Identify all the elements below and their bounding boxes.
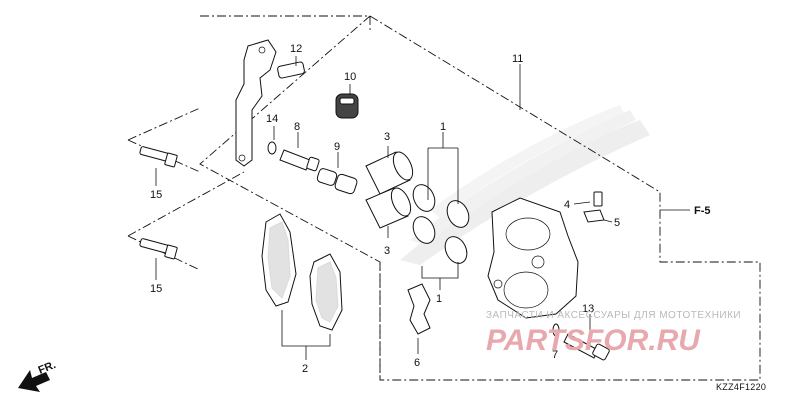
mounting-bolt-upper-part bbox=[139, 146, 178, 168]
bolt-guide-line-upper bbox=[127, 107, 201, 173]
callout-13: 13 bbox=[582, 303, 594, 315]
callout-2: 2 bbox=[302, 363, 308, 375]
watermark-caption: ЗАПЧАСТИ И АКСЕССУАРЫ ДЛЯ МОТОТЕХНИКИ bbox=[486, 310, 741, 321]
front-arrow-icon bbox=[18, 370, 50, 392]
bracket-assembly-frame bbox=[199, 15, 761, 381]
pad-spring-part bbox=[407, 283, 431, 335]
caliper-bracket-part bbox=[235, 39, 305, 167]
piston-upper-part bbox=[365, 151, 414, 195]
piston-seal-set-part bbox=[412, 184, 470, 264]
slide-pin-part bbox=[563, 333, 610, 361]
callout-15-upper: 15 bbox=[150, 189, 162, 201]
callout-3-upper: 3 bbox=[384, 131, 390, 143]
leader-lines bbox=[155, 56, 690, 360]
callout-9: 9 bbox=[334, 141, 340, 153]
front-direction-marker: FR. bbox=[18, 359, 58, 392]
brake-pad-set-part bbox=[261, 213, 343, 331]
piston-lower-part bbox=[365, 187, 412, 229]
mounting-bolt-lower-part bbox=[139, 238, 178, 260]
diagram-code: KZZ4F1220 bbox=[716, 382, 766, 392]
dust-boot-part bbox=[335, 93, 359, 119]
callout-3-lower: 3 bbox=[384, 245, 390, 257]
callout-10: 10 bbox=[344, 71, 356, 83]
callout-11: 11 bbox=[512, 53, 523, 65]
bleeder-screw-part bbox=[593, 191, 603, 207]
callout-1-lower: 1 bbox=[436, 293, 442, 305]
bolt-guide-line-lower bbox=[127, 171, 245, 271]
watermark-logo: PARTSFOR.RU bbox=[486, 324, 701, 357]
callout-8: 8 bbox=[294, 121, 300, 133]
callout-15-lower: 15 bbox=[150, 283, 162, 295]
callout-7: 7 bbox=[552, 349, 558, 361]
callout-6: 6 bbox=[414, 357, 420, 369]
callout-14: 14 bbox=[266, 113, 278, 125]
pin-bolt-part bbox=[279, 149, 320, 172]
callout-5: 5 bbox=[614, 217, 620, 229]
reference-label: F-5 bbox=[694, 205, 711, 217]
caliper-body-part bbox=[487, 197, 579, 319]
callout-4: 4 bbox=[564, 199, 570, 211]
pin-sleeve-part bbox=[316, 168, 358, 195]
bleeder-cap-part bbox=[583, 209, 605, 223]
callout-1-upper: 1 bbox=[440, 121, 446, 133]
clip-part bbox=[267, 141, 277, 155]
callout-12: 12 bbox=[290, 43, 302, 55]
front-marker-label: FR. bbox=[37, 359, 58, 377]
